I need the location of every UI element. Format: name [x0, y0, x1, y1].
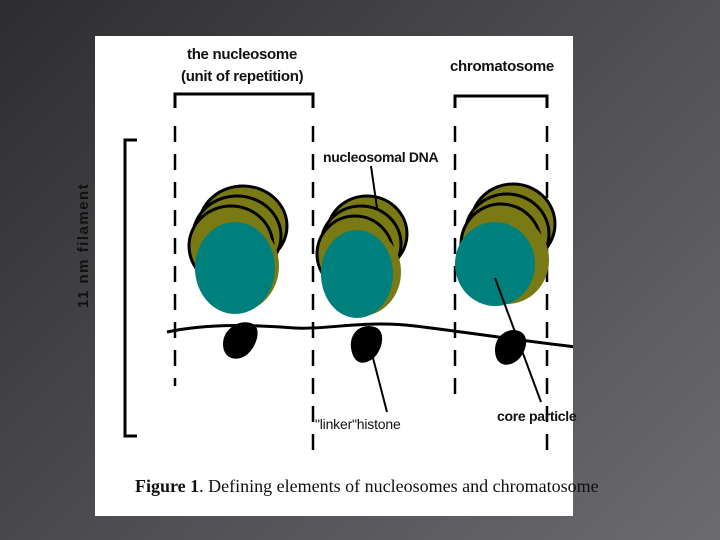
label-nucleosome: the nucleosome	[187, 46, 297, 63]
label-11nm-filament: 11 nm filament	[75, 182, 92, 308]
label-core-particle: core particle	[497, 408, 577, 424]
label-chromatosome: chromatosome	[450, 58, 554, 75]
caption-text: . Defining elements of nucleosomes and c…	[199, 476, 599, 496]
pointer-nucleosomal-dna	[370, 165, 378, 209]
slide-panel: the nucleosome (unit of repetition) chro…	[75, 36, 599, 516]
chromatosome-bracket	[453, 94, 549, 108]
label-linker-histone: "linker"histone	[315, 416, 401, 432]
nucleosome-3	[455, 182, 557, 306]
nucleosome-1	[187, 184, 289, 314]
label-unit-of-repetition: (unit of repetition)	[181, 68, 304, 85]
label-nucleosomal-dna: nucleosomal DNA	[323, 149, 439, 165]
nucleosome-2	[315, 194, 409, 318]
figure-caption: Figure 1. Defining elements of nucleosom…	[135, 476, 599, 497]
linker-histone-1	[223, 322, 258, 359]
caption-figure-number: Figure 1	[135, 476, 200, 496]
pointer-core-particle	[494, 277, 542, 403]
linker-histone-2	[350, 326, 383, 363]
nucleosome-bracket	[173, 92, 315, 108]
pointer-linker-histone	[372, 357, 388, 413]
filament-bracket	[123, 138, 137, 438]
nucleosome-diagram	[123, 92, 573, 456]
